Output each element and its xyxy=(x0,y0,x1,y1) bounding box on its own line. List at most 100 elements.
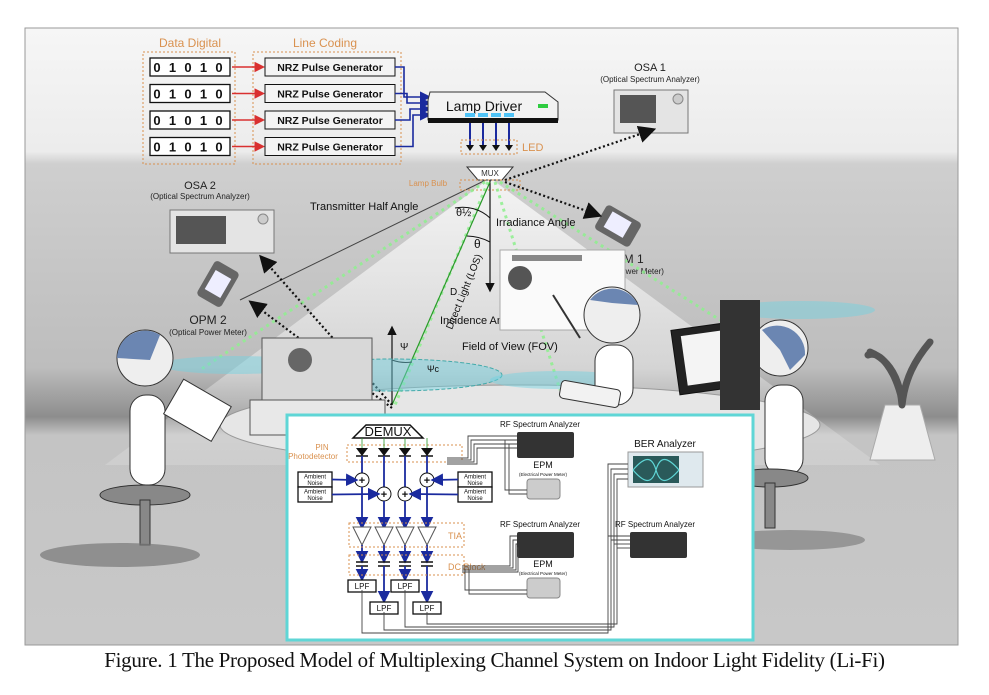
tia-amplifier-icon xyxy=(417,526,437,547)
receiver-block: DEMUX PIN Photodetector +LPF+LPF+LPF+LPF… xyxy=(285,413,755,642)
photodiode-icon xyxy=(378,448,390,456)
svg-text:+: + xyxy=(359,475,365,487)
tia-amplifier-icon xyxy=(374,526,394,547)
osa2-screen xyxy=(176,216,226,244)
svg-text:+: + xyxy=(402,489,408,501)
plant-leaves xyxy=(864,338,934,409)
blue-bus-line xyxy=(395,66,432,103)
lamp-bulb-label: Lamp Bulb xyxy=(409,179,448,188)
link-to-opm1 xyxy=(504,180,603,219)
bit-value: 0 xyxy=(184,113,191,128)
noise-label-line1: Ambient xyxy=(304,475,326,481)
receiver-wiring xyxy=(361,435,630,634)
bit-value: 0 xyxy=(153,113,160,128)
bit-pattern-box xyxy=(149,83,231,104)
theta-half-symbol: θ½ xyxy=(456,207,471,219)
bit-value: 1 xyxy=(200,60,207,75)
bit-value: 0 xyxy=(184,87,191,102)
bit-value: 0 xyxy=(215,140,222,155)
noise-label-line1: Ambient xyxy=(464,475,486,481)
noise-label-line2: Noise xyxy=(467,481,483,487)
lpf-label: LPF xyxy=(377,604,392,613)
epm-top-subtitle: (Electrical Power Meter) xyxy=(519,472,568,477)
epm-top xyxy=(526,478,561,500)
scene-illustration xyxy=(40,249,936,567)
osa2-subtitle: (Optical Spectrum Analyzer) xyxy=(150,192,250,201)
osa1-screen xyxy=(620,95,656,123)
bit-value: 0 xyxy=(153,60,160,75)
figure-caption: Figure. 1 The Proposed Model of Multiple… xyxy=(104,648,885,672)
bit-value: 1 xyxy=(169,87,176,102)
tia-frame xyxy=(348,522,465,548)
svg-text:+: + xyxy=(424,475,430,487)
bit-pattern-box xyxy=(149,110,231,130)
mux-label: MUX xyxy=(481,169,499,178)
epm-top-title: EPM xyxy=(533,460,553,470)
lpf-label: LPF xyxy=(420,604,435,613)
pc-tower xyxy=(720,300,760,410)
noise-arrow xyxy=(331,487,381,501)
bit-pattern-box xyxy=(149,57,231,77)
line-coding-frame xyxy=(252,51,402,165)
incidence-arc xyxy=(391,359,413,363)
tablet xyxy=(162,378,232,443)
noise-label-line2: Noise xyxy=(307,496,323,502)
bit-value: 0 xyxy=(153,140,160,155)
nrz-label: NRZ Pulse Generator xyxy=(277,115,383,127)
rf-analyzer-mid xyxy=(517,532,574,558)
fov-label: Field of View (FOV) xyxy=(462,341,558,353)
opm2: OPM 2 (Optical Power Meter) xyxy=(169,261,247,337)
svg-text:+: + xyxy=(381,489,387,501)
theta-symbol: θ xyxy=(474,237,481,251)
bit-value: 1 xyxy=(200,87,207,102)
noise-label-line2: Noise xyxy=(307,481,323,487)
tia-amplifier-icon xyxy=(352,526,372,547)
link-to-osa1 xyxy=(504,125,657,182)
opm2-title: OPM 2 xyxy=(189,313,227,327)
rx-chain: +LPF xyxy=(347,438,377,593)
person-right-body xyxy=(764,384,804,476)
lamp-driver-label: Lamp Driver xyxy=(446,98,523,114)
nrz-label: NRZ Pulse Generator xyxy=(277,62,383,74)
distance-symbol: D xyxy=(450,287,457,298)
bit-value: 1 xyxy=(169,60,176,75)
photodiode-icon xyxy=(399,448,411,456)
osa1-subtitle: (Optical Spectrum Analyzer) xyxy=(600,75,700,84)
whiteboard-pie-chart xyxy=(508,266,532,290)
led-frame xyxy=(460,139,518,155)
eye-diagram xyxy=(632,458,680,482)
blue-bus-line xyxy=(395,103,432,121)
pointer xyxy=(552,294,581,339)
person-left-body xyxy=(129,394,166,486)
osa1: OSA 1 (Optical Spectrum Analyzer) xyxy=(600,62,700,134)
bit-value: 0 xyxy=(153,87,160,102)
rf-analyzer-top-label: RF Spectrum Analyzer xyxy=(500,420,580,429)
lpf-label: LPF xyxy=(398,582,413,591)
bit-value: 1 xyxy=(169,140,176,155)
los-line xyxy=(391,181,491,406)
ber-analyzer-label: BER Analyzer xyxy=(634,439,696,450)
pin-label-1: PIN xyxy=(315,443,329,452)
data-digital-label: Data Digital xyxy=(159,36,221,50)
pin-label-2: Photodetector xyxy=(288,452,338,461)
led-diode-icon xyxy=(505,145,513,151)
osa2-title: OSA 2 xyxy=(184,180,216,192)
epm-bottom-subtitle: (Electrical Power Meter) xyxy=(519,571,568,576)
demux-label: DEMUX xyxy=(365,424,412,439)
fov-disc-right xyxy=(725,301,875,319)
bit-value: 0 xyxy=(215,60,222,75)
opm2-subtitle: (Optical Power Meter) xyxy=(169,328,247,337)
lamp-driver-base xyxy=(428,118,558,123)
half-angle-arc xyxy=(454,206,491,219)
rf-analyzer-right-label: RF Spectrum Analyzer xyxy=(615,520,695,529)
epm-bottom-title: EPM xyxy=(533,559,553,569)
bit-value: 0 xyxy=(184,140,191,155)
led-diode-icon xyxy=(492,145,500,151)
blue-bus-line xyxy=(395,92,432,109)
osa2: OSA 2 (Optical Spectrum Analyzer) xyxy=(150,180,275,254)
